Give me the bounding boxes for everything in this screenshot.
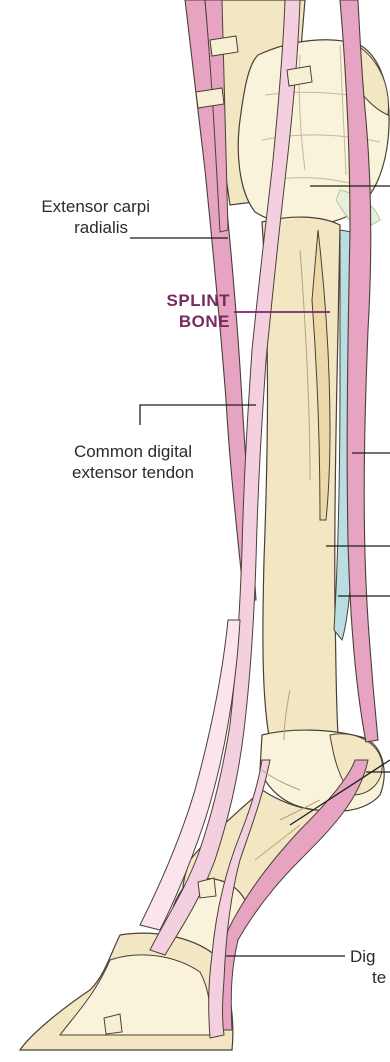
retinaculum-band-4 — [198, 878, 216, 898]
label-common-digital-extensor: Common digital extensor tendon — [45, 441, 221, 483]
label-splint-bone: SPLINT BONE — [120, 290, 230, 332]
label-digital-tendon-line2: te — [350, 967, 390, 988]
label-extensor-carpi-radialis-line1: Extensor carpi — [8, 196, 150, 217]
retinaculum-band-2 — [196, 88, 224, 108]
label-common-digital-extensor-line2: extensor tendon — [45, 462, 221, 483]
label-common-digital-extensor-line1: Common digital — [45, 441, 221, 462]
label-digital-tendon-line1: Dig — [350, 946, 390, 967]
label-extensor-carpi-radialis-line2: radialis — [8, 217, 150, 238]
label-splint-bone-line1: SPLINT — [120, 290, 230, 311]
retinaculum-band-3 — [287, 66, 312, 86]
label-extensor-carpi-radialis: Extensor carpi radialis — [8, 196, 150, 238]
label-splint-bone-line2: BONE — [120, 311, 230, 332]
label-digital-tendon: Dig te — [350, 946, 390, 988]
retinaculum-band-1 — [210, 36, 238, 56]
retinaculum-band-5 — [104, 1014, 122, 1034]
